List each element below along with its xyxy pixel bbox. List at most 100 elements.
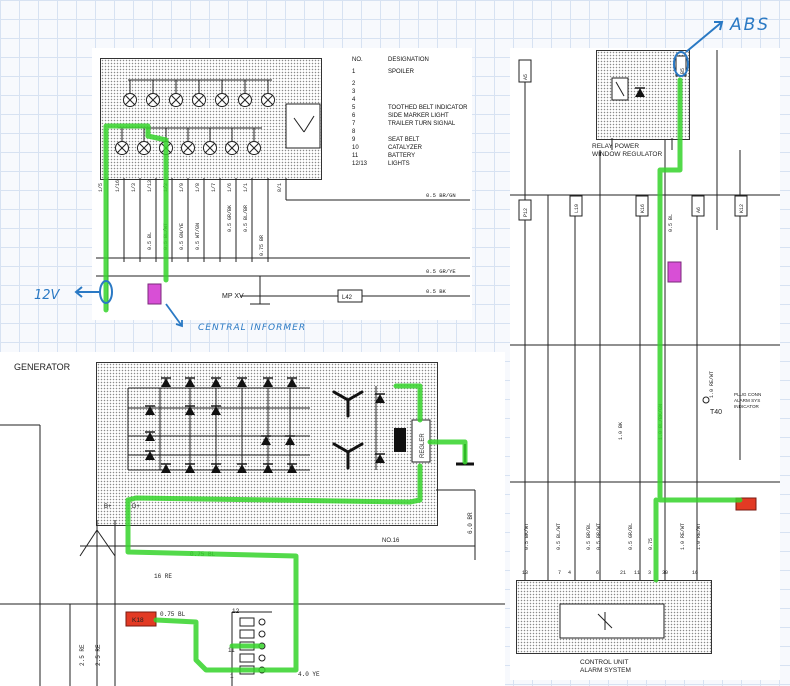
12v-annotation: 12V (34, 288, 61, 303)
cluster-pin-labels: 1/5 1/16 1/3 1/13 1/2 1/9 1/8 1/7 1/6 1/… (98, 180, 283, 192)
wire-label: 0.5 BR/GN (426, 192, 456, 199)
pin-label: 1/8 (195, 183, 201, 192)
highlight-ground-path (427, 439, 468, 465)
wire-label: 6.0 BR (467, 512, 474, 534)
svg-text:A6: A6 (696, 207, 702, 213)
legend-header: NO. DESIGNATION (352, 57, 429, 63)
svg-text:4: 4 (568, 570, 571, 576)
instrument-cluster-housing (100, 58, 322, 180)
wire-label: 0.5 GR/YE (426, 268, 456, 275)
annotations: 12V CENTRAL INFORMER ABS (34, 15, 770, 333)
mp-label: MP XV (222, 293, 244, 300)
highlight-dplus-path (125, 463, 423, 505)
control-unit-label: CONTROL UNIT (580, 659, 629, 666)
t40-label: T40 (710, 409, 722, 416)
svg-text:L19: L19 (574, 204, 580, 213)
svg-text:13: 13 (522, 570, 528, 576)
wire-label: 0.5 BL/BR (243, 205, 249, 232)
wire-label: 2.5 RE (79, 644, 86, 666)
pin-label: 8/1 (277, 183, 283, 192)
magenta-connector-right (667, 261, 682, 283)
highlighted-circuit (103, 77, 743, 673)
svg-text:B5: B5 (680, 68, 686, 74)
terminal-12: 12 (232, 608, 240, 615)
t40-node (702, 396, 710, 404)
abs-arrow (685, 21, 723, 53)
legend-row: 2 (352, 81, 356, 87)
regler-label: REGLER (420, 433, 426, 458)
pin-label: 1/13 (147, 180, 153, 192)
svg-text:0.5 GR/BL: 0.5 GR/BL (628, 523, 634, 550)
generator-wires (0, 386, 505, 686)
svg-text:0.5 BK/WT: 0.5 BK/WT (524, 523, 530, 550)
wire-label: 0.5 BK (426, 288, 447, 295)
wire-label: 4.0 YE (298, 671, 320, 678)
svg-text:30: 30 (662, 570, 668, 576)
l42-box (337, 289, 363, 303)
pin-label: 1/16 (115, 180, 121, 192)
informer-arrow (165, 303, 183, 327)
ctrl-pin-labels: 13 7 4 6 21 11 3 30 16 (522, 570, 698, 576)
panel-right (510, 48, 780, 680)
highlight-informer-path (145, 133, 169, 283)
regler-transistor (394, 428, 406, 452)
indicator-label: INDICATOR (734, 404, 760, 409)
legend-row: 4 (352, 97, 356, 103)
svg-text:A5: A5 (523, 74, 529, 80)
wire-label: 0.75 BL (160, 611, 186, 618)
right-wires (510, 50, 780, 580)
wire-label: 0.5 BL (668, 214, 674, 232)
wire-label: 0.5 GR/BK (227, 205, 233, 232)
no16-label: NO.16 (382, 538, 400, 544)
wire-label: 0.5 GN/YE (179, 223, 185, 250)
svg-text:0.5 BR/BL: 0.5 BR/BL (586, 523, 592, 550)
wire-label: 1.0 BK (618, 422, 624, 440)
legend-row: 8 (352, 129, 356, 135)
relay-label: RELAY POWER (592, 143, 639, 150)
svg-text:21: 21 (620, 570, 626, 576)
central-informer-annotation: CENTRAL INFORMER (198, 323, 306, 333)
pin-label: 1/6 (227, 183, 233, 192)
svg-text:3: 3 (648, 570, 651, 576)
wire-label: 0.5 BL (147, 232, 153, 250)
highlight-k18-path (125, 497, 299, 673)
highlight-12v-path (103, 123, 151, 313)
gauge-box (285, 103, 321, 149)
control-unit-core (559, 603, 665, 639)
lamp-row-lower (115, 141, 261, 155)
highlight-abs-path (657, 77, 743, 503)
right-pins: A5 P12 L19 K16 A6 K12 B5 (518, 68, 748, 221)
svg-text:0.75: 0.75 (648, 538, 654, 550)
pin-label: 1/3 (131, 183, 137, 192)
svg-text:0.5 BR/WT: 0.5 BR/WT (596, 523, 602, 550)
svg-text:K12: K12 (739, 204, 745, 213)
svg-text:1.0 RE/WT: 1.0 RE/WT (696, 523, 702, 550)
window-regulator-label: WINDOW REGULATOR (592, 151, 662, 158)
highlight-regler-top (393, 383, 423, 423)
pin-label: 1/9 (179, 183, 185, 192)
pin-label: 1/1 (243, 183, 249, 192)
wire-label: 1.0 RE/WT (709, 371, 715, 398)
abs-annotation: ABS (729, 15, 770, 35)
wire-label: 16 RE (154, 573, 172, 580)
svg-text:K16: K16 (640, 204, 646, 213)
pin-label: 1/5 (98, 183, 104, 192)
stator-windings (332, 390, 364, 470)
wire-label: 2.5 RE (95, 644, 102, 666)
svg-text:6: 6 (596, 570, 599, 576)
l42-label: L42 (342, 295, 353, 301)
wire-label: 0.5 WT/GN (195, 223, 201, 250)
svg-text:P12: P12 (523, 208, 529, 217)
pin-label: 1/7 (211, 183, 217, 192)
b-terminal: B+ (104, 504, 112, 510)
lamp-row-upper (123, 93, 275, 107)
terminal-11: 11 (228, 647, 235, 654)
